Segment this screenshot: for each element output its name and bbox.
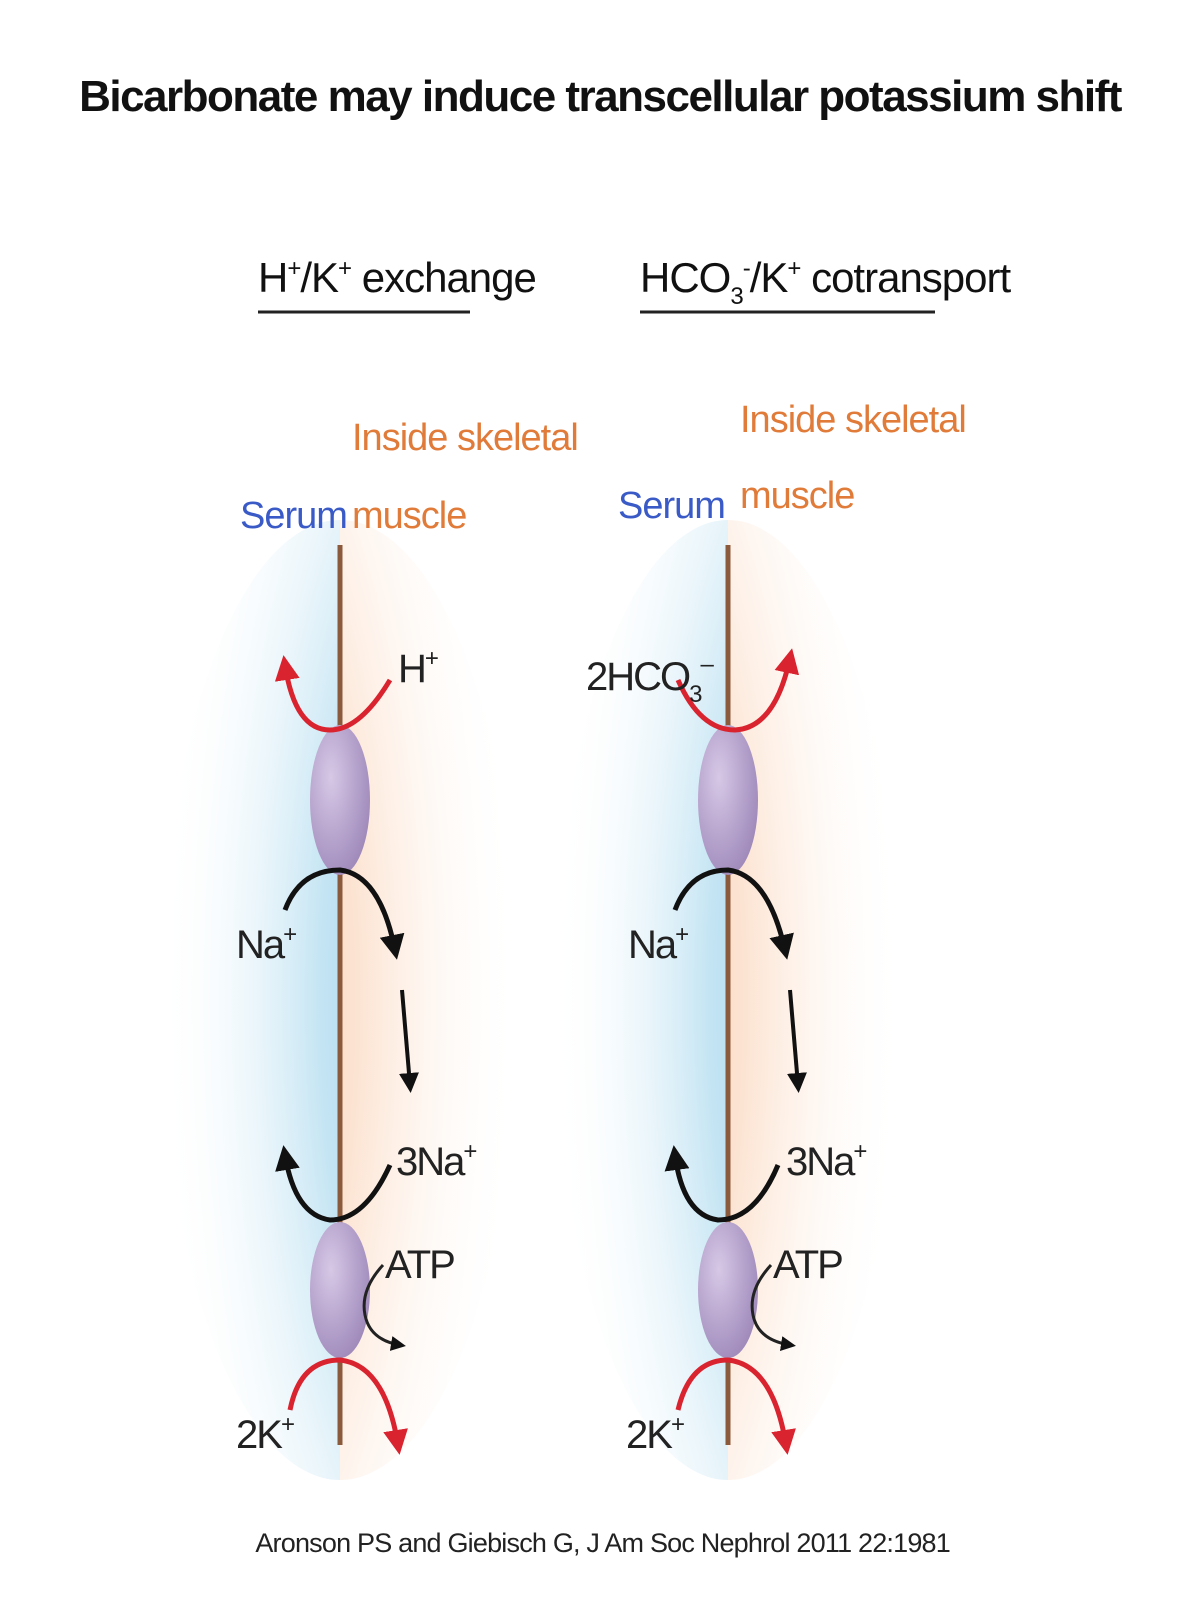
right-3na-arrow <box>664 1145 781 1223</box>
right-k-label: 2K+ <box>626 1411 684 1457</box>
left-k-label: 2K+ <box>236 1411 294 1457</box>
left-na-down-arrow <box>399 989 419 1093</box>
left-atp-label: ATP <box>385 1243 454 1287</box>
left-3na-label: 3Na+ <box>396 1138 476 1184</box>
left-exchanger <box>310 725 370 875</box>
right-k-arrow <box>675 1357 796 1455</box>
left-k-arrow <box>287 1357 408 1455</box>
left-muscle-label-line1: Inside skeletal <box>352 417 578 459</box>
right-hco3-arrow <box>675 648 800 733</box>
right-panel: HCO3-/K+ cotransport Serum Inside skelet… <box>553 254 1013 1480</box>
left-na-arrow <box>282 867 405 960</box>
right-serum-label: Serum <box>618 485 725 527</box>
right-muscle-label-line1: Inside skeletal <box>740 399 966 441</box>
left-atp-arrow <box>362 1263 406 1351</box>
right-na-down-arrow <box>787 989 807 1093</box>
left-3na-arrow <box>275 1145 393 1223</box>
left-serum-region <box>160 520 340 1480</box>
right-muscle-region <box>728 520 903 1480</box>
citation-text: Aronson PS and Giebisch G, J Am Soc Neph… <box>255 1528 950 1558</box>
left-muscle-label-line2: muscle <box>352 495 466 537</box>
right-na-k-pump <box>698 1222 758 1358</box>
right-atp-arrow <box>750 1263 796 1352</box>
left-panel-heading: H+/K+ exchange <box>258 254 536 301</box>
right-muscle-label-line2: muscle <box>740 475 854 517</box>
right-cotransporter <box>698 725 758 875</box>
left-serum-label: Serum <box>240 495 347 537</box>
right-panel-heading: HCO3-/K+ cotransport <box>640 254 1012 310</box>
right-serum-region <box>553 520 728 1480</box>
right-na-arrow <box>672 867 794 960</box>
left-na-label: Na+ <box>236 921 296 967</box>
left-h-label: H+ <box>398 645 438 691</box>
left-panel: H+/K+ exchange Serum Inside skeletal mus… <box>160 254 579 1480</box>
right-atp-label: ATP <box>773 1243 842 1287</box>
right-3na-label: 3Na+ <box>786 1138 866 1184</box>
left-na-k-pump <box>310 1222 370 1358</box>
left-h-arrow <box>274 655 393 733</box>
left-muscle-region <box>340 520 520 1480</box>
right-na-label: Na+ <box>628 921 688 967</box>
diagram-title: Bicarbonate may induce transcellular pot… <box>79 72 1122 121</box>
